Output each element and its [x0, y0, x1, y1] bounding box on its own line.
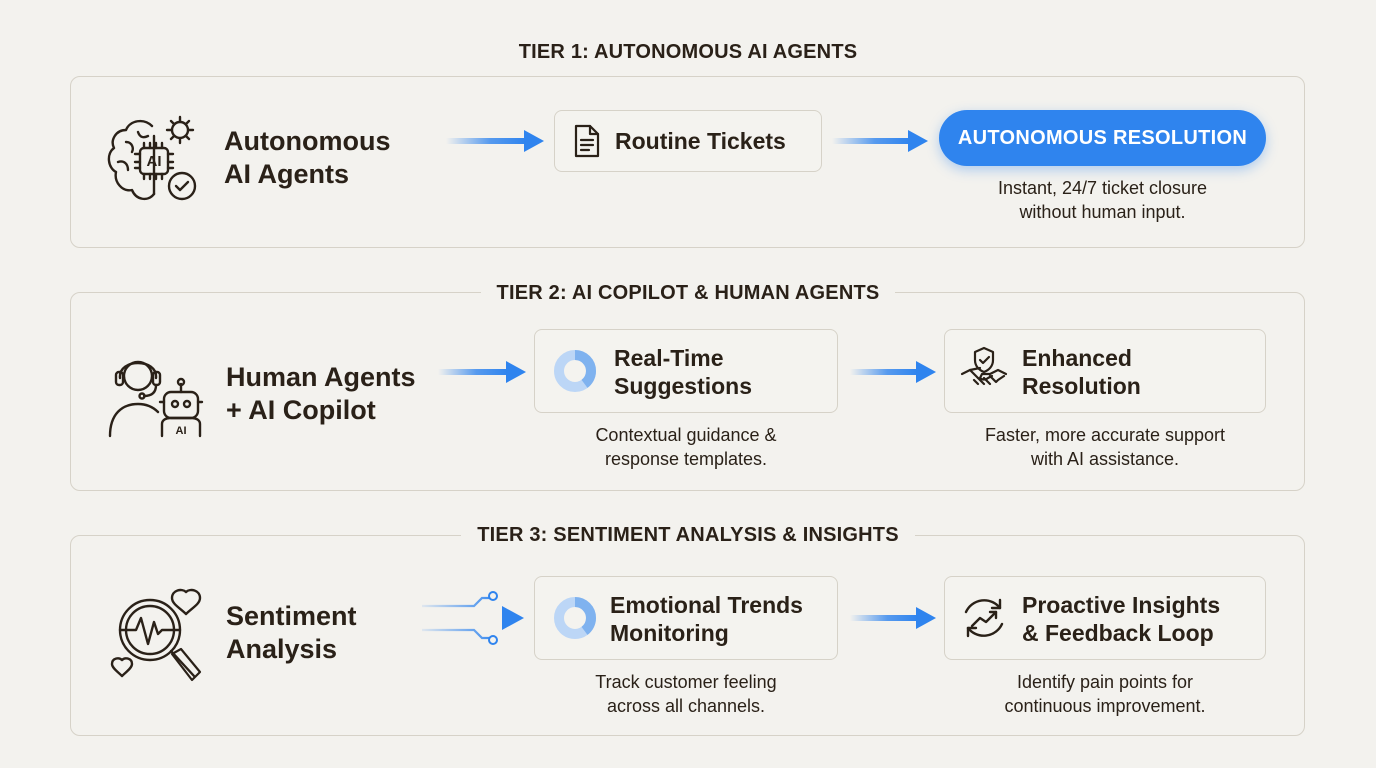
tier-1-source-label: Autonomous AI Agents: [224, 126, 391, 189]
autonomous-resolution-badge: AUTONOMOUS RESOLUTION: [939, 110, 1266, 166]
donut-chart-icon: [554, 350, 596, 392]
tier-2-source-label: Human Agents + AI Copilot: [226, 362, 416, 425]
arrow-icon: [850, 607, 936, 629]
cycle-trend-icon: [964, 598, 1004, 638]
handshake-shield-icon: [960, 346, 1008, 386]
proactive-insights-label: Proactive Insights & Feedback Loop: [1022, 592, 1221, 646]
svg-text:AI: AI: [147, 153, 162, 170]
arrow-icon: [850, 361, 936, 383]
donut-chart-icon: [554, 597, 596, 639]
arrow-icon: [832, 130, 928, 152]
circuit-arrow-icon: [418, 591, 524, 645]
arrow-icon: [446, 130, 544, 152]
routine-tickets-label: Routine Tickets: [615, 128, 786, 154]
magnifier-heartbeat-hearts-icon: [110, 588, 202, 682]
emotional-trends-box: [534, 576, 838, 660]
ai-brain-gear-check-icon: AI: [107, 115, 197, 201]
tier-1-panel: [70, 76, 1305, 248]
enhanced-resolution-label: Enhanced Resolution: [1022, 345, 1141, 399]
real-time-suggestions-caption: Contextual guidance & response templates…: [595, 425, 777, 469]
svg-text:AI: AI: [176, 425, 187, 437]
human-agent-robot-icon: AI: [108, 360, 204, 438]
proactive-insights-caption: Identify pain points for continuous impr…: [1004, 672, 1206, 716]
real-time-suggestions-box: [534, 329, 838, 413]
tier-2-title: TIER 2: AI COPILOT & HUMAN AGENTS: [0, 281, 1376, 305]
tier-3-source-label: Sentiment Analysis: [226, 601, 357, 664]
real-time-suggestions-label: Real-Time Suggestions: [614, 345, 753, 399]
arrow-icon: [438, 361, 526, 383]
document-icon: [574, 124, 600, 158]
autonomous-resolution-caption: Instant, 24/7 ticket closure without hum…: [997, 178, 1208, 222]
enhanced-resolution-caption: Faster, more accurate support with AI as…: [984, 425, 1226, 469]
emotional-trends-label: Emotional Trends Monitoring: [610, 592, 803, 646]
emotional-trends-caption: Track customer feeling across all channe…: [595, 672, 777, 716]
tier-1-title: TIER 1: AUTONOMOUS AI AGENTS: [0, 40, 1376, 64]
tier-3-title: TIER 3: SENTIMENT ANALYSIS & INSIGHTS: [0, 523, 1376, 547]
proactive-insights-box: [944, 576, 1266, 660]
